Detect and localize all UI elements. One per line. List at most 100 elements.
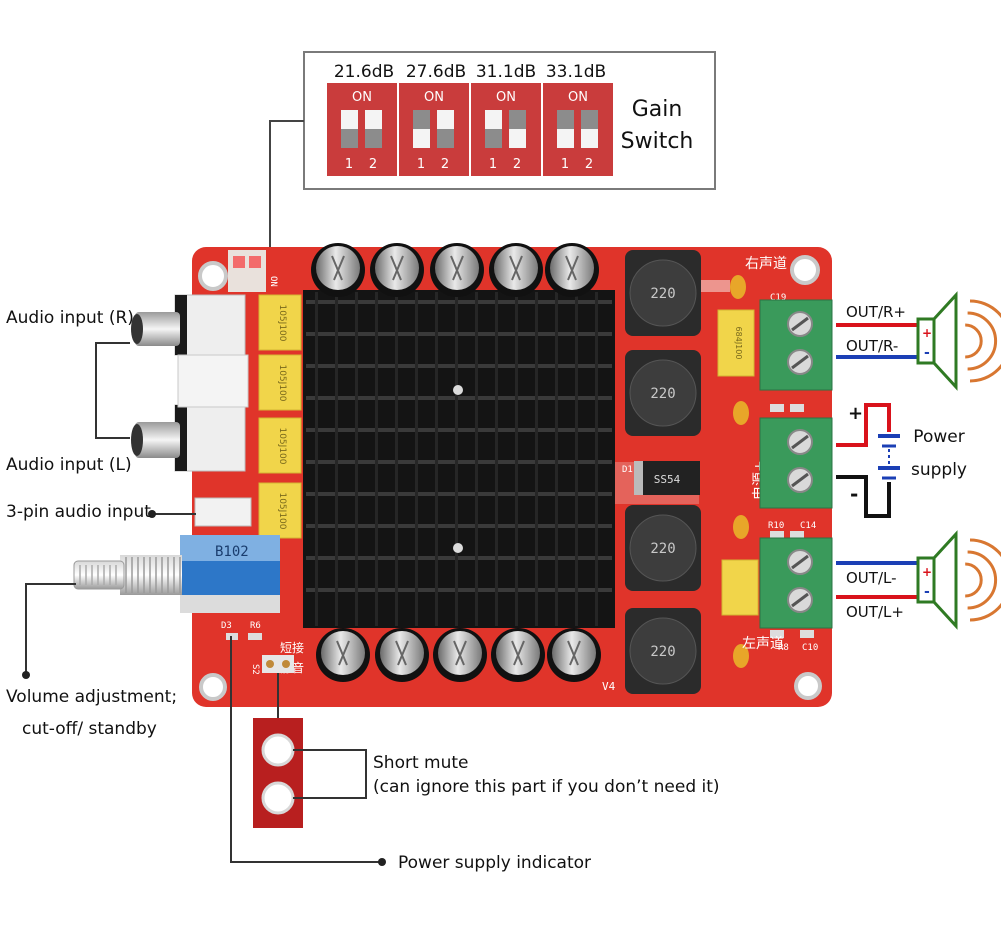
speaker-minus-sign: - — [924, 345, 930, 361]
smd-resistor-r6 — [248, 633, 262, 640]
power-supply-label-line1: Power — [913, 427, 965, 447]
wire-power-plus — [836, 403, 891, 447]
short-mute-label-line2: (can ignore this part if you don’t need … — [373, 777, 720, 797]
inductor-core — [629, 617, 697, 685]
rca-barrel — [135, 422, 180, 458]
out-r-plus-label: OUT/R+ — [846, 303, 906, 321]
film-capacitor: 105J100 — [258, 354, 302, 411]
dip-on-label: ON — [424, 90, 444, 105]
rca-opening — [131, 424, 143, 456]
dip-lever — [413, 110, 430, 129]
silk-right-channel: 右声道 — [745, 256, 787, 272]
heatsink-fin — [306, 300, 612, 304]
heatsink-groove — [455, 292, 458, 626]
gain-switch-leader — [269, 120, 304, 250]
gain-setting-label: 31.1dB — [475, 62, 537, 82]
dip-pin-label: 2 — [585, 157, 593, 172]
heatsink-groove — [575, 292, 578, 626]
volume-label-line2: cut-off/ standby — [22, 719, 157, 739]
electrolytic-capacitor — [545, 243, 599, 297]
heatsink-fin — [306, 396, 612, 400]
rca-jack-left — [131, 404, 246, 472]
cap-vent — [453, 640, 467, 666]
heatsink-fin — [306, 492, 612, 496]
heatsink-groove — [515, 292, 518, 626]
dip-pin-label: 2 — [513, 157, 521, 172]
dip-switch-body — [327, 83, 397, 176]
heatsink-groove — [475, 292, 478, 626]
heatsink-groove — [315, 292, 318, 626]
dip-pin-label: 2 — [441, 157, 449, 172]
inductor: 220 — [625, 505, 701, 591]
short-mute-bracket — [293, 749, 367, 799]
out-l-plus-label: OUT/L+ — [846, 603, 904, 621]
mounting-hole — [794, 672, 822, 700]
heatsink-groove — [555, 292, 558, 626]
mounting-hole — [199, 673, 227, 701]
film-cap-body — [258, 294, 302, 351]
terminal-screw-slot — [791, 554, 809, 570]
speaker-icon: +- — [916, 530, 1001, 630]
wire-power-minus — [836, 475, 891, 518]
dip-switch-body — [471, 83, 541, 176]
silk-s2: S2 — [250, 664, 260, 675]
power-minus-sign: - — [850, 482, 859, 506]
dip-on-label: ON — [568, 90, 588, 105]
three-pin-label: 3-pin audio input — [6, 502, 151, 522]
tantalum-capacitor — [730, 275, 746, 299]
pcb-pad — [700, 280, 730, 292]
diode-label: SS54 — [654, 473, 681, 486]
screw-terminals — [759, 299, 833, 629]
pot-value-text: B102 — [215, 544, 249, 560]
smd-resistor — [800, 630, 814, 638]
film-capacitor: 105J100 — [258, 417, 302, 474]
film-cap-value: 105J100 — [277, 304, 287, 341]
heatsink-fin — [306, 428, 612, 432]
film-cap-body — [717, 309, 755, 377]
electrolytic-capacitor — [316, 628, 370, 682]
cap-vent — [565, 255, 579, 281]
rca-barrel — [135, 312, 180, 346]
inductor-value: 220 — [650, 541, 675, 557]
silk-version: V4 — [602, 680, 616, 693]
electrolytic-capacitor — [311, 243, 365, 297]
gain-setting-label: 27.6dB — [405, 62, 467, 82]
screw-terminal — [759, 537, 833, 629]
terminal-screw-slot — [791, 434, 809, 450]
heatsink-groove — [335, 292, 338, 626]
tantalum-capacitor — [733, 401, 749, 425]
electrolytic-capacitor — [375, 628, 429, 682]
inductor: 220 — [625, 250, 701, 336]
speaker-minus-sign: - — [924, 584, 930, 600]
board-dip-on-text: ON — [268, 276, 278, 287]
smd-resistor — [790, 404, 804, 412]
heatsink-groove — [395, 292, 398, 626]
heatsink-groove — [355, 292, 358, 626]
out-r-minus-label: OUT/R- — [846, 337, 899, 355]
gain-switch-title-line1: Gain — [631, 97, 683, 122]
speaker-sound-wave — [969, 538, 1001, 622]
inductor-core — [629, 359, 697, 427]
film-cap-value: 105J100 — [277, 364, 287, 401]
dip-lever — [485, 129, 502, 148]
volume-label-line1: Volume adjustment; — [6, 687, 178, 707]
heatsink-fin — [306, 364, 612, 368]
inductor-core — [629, 514, 697, 582]
film-cap-value: 105J100 — [277, 427, 287, 464]
rca-opening — [131, 314, 143, 344]
diode-band — [634, 461, 643, 495]
dip-lever — [509, 110, 526, 129]
heatsink-groove — [495, 292, 498, 626]
silk-r10: R10 — [768, 521, 784, 531]
rca-jack-right — [131, 294, 246, 356]
mute-jumper-pads — [262, 655, 294, 673]
inductor-value: 220 — [650, 286, 675, 302]
inductor-value: 220 — [650, 644, 675, 660]
film-capacitor: 105J100 — [258, 482, 302, 539]
dip-on-label: ON — [352, 90, 372, 105]
dip-pin-label: 2 — [369, 157, 377, 172]
silk-c10: C10 — [802, 643, 818, 653]
